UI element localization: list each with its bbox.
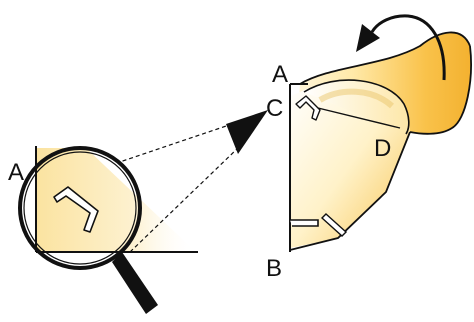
slit-shape [53, 186, 99, 233]
label-c: C [266, 95, 283, 122]
cone-outline-right [409, 45, 472, 135]
cone-seam-edge [289, 131, 411, 251]
crease-c-d [317, 107, 401, 129]
magnifier [18, 146, 158, 314]
slit-c [295, 95, 321, 121]
label-a-left: A [8, 159, 24, 186]
magnifier-handle [112, 252, 158, 314]
zoom-line-bottom [129, 147, 239, 253]
cone-group: A C D B [266, 14, 472, 282]
label-a-right: A [272, 61, 288, 88]
label-d: D [374, 135, 391, 162]
label-b: B [266, 255, 282, 282]
zoom-arrow [226, 110, 268, 154]
cone-rim [299, 31, 471, 85]
magnifier-lens [18, 146, 142, 270]
rotate-arrow-head [356, 24, 380, 52]
notch-tab [320, 213, 348, 237]
rotate-arrow [370, 14, 446, 81]
flat-sheet-group: A [8, 121, 239, 314]
notch-bottom [290, 219, 319, 227]
